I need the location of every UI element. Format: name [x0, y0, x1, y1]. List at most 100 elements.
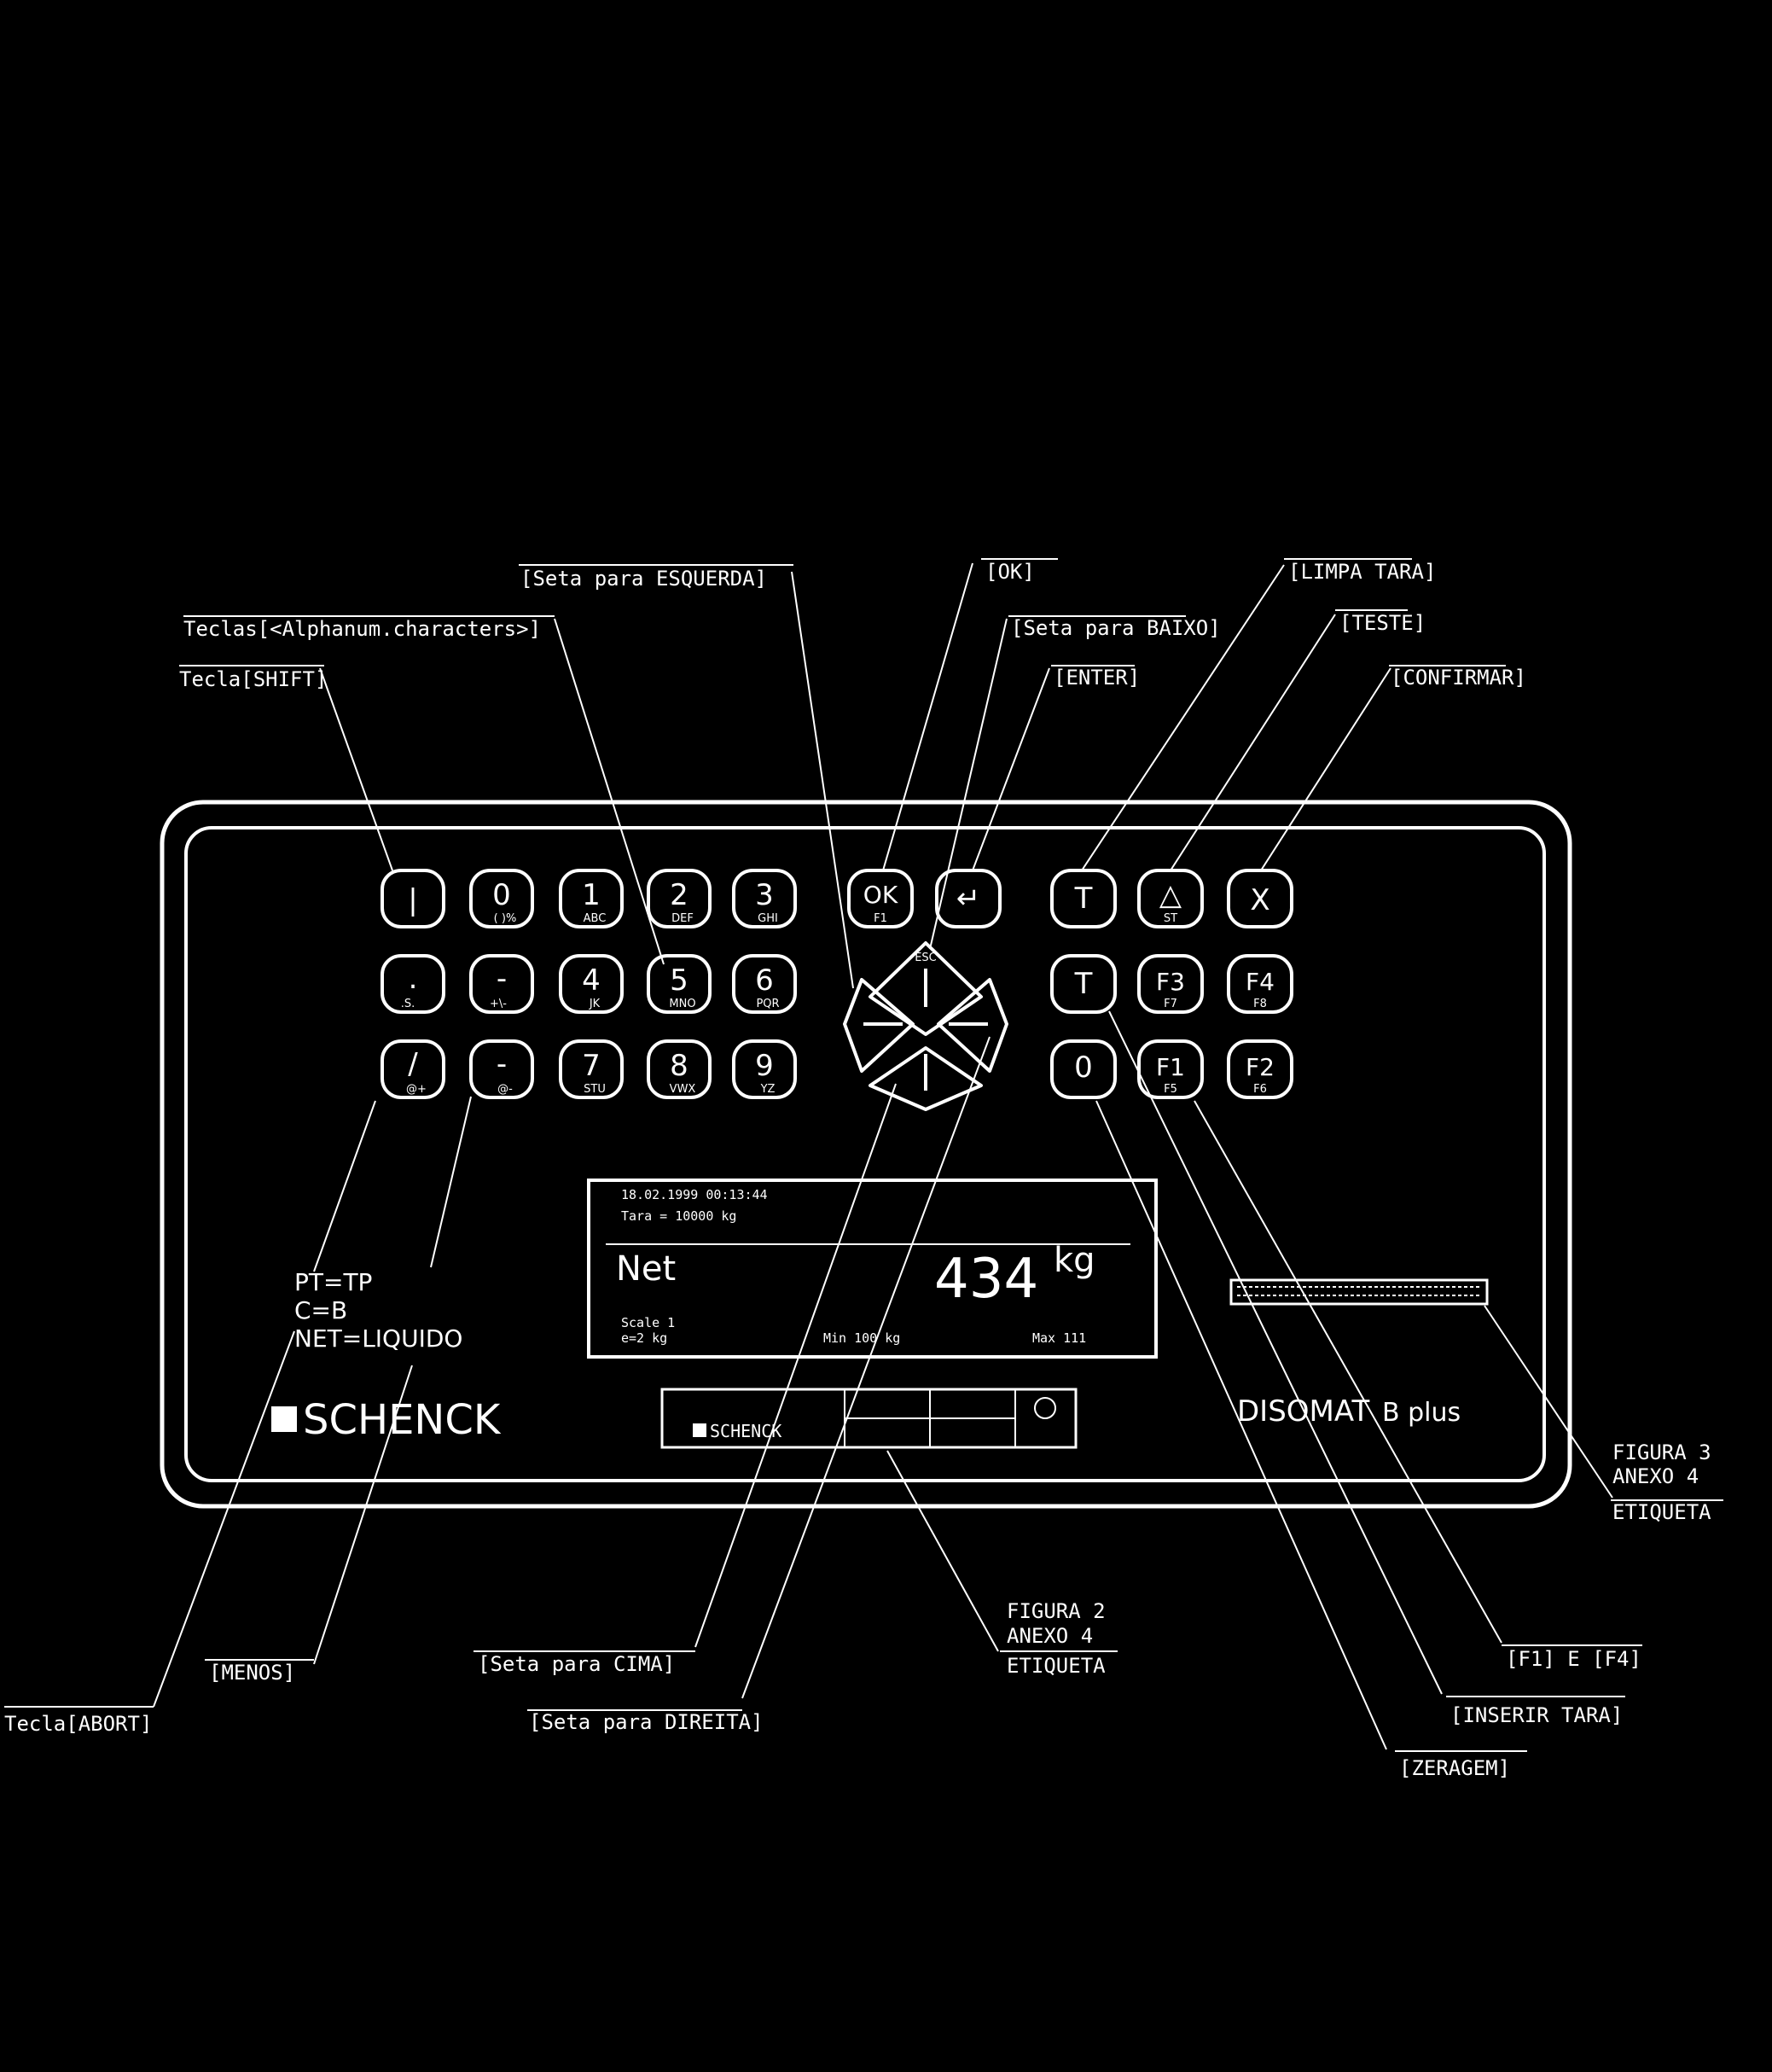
schenck-logo-icon: [693, 1423, 706, 1437]
key-sublabel: ST: [1164, 912, 1177, 925]
esc-label: ESC: [915, 952, 937, 964]
callout-etiqueta-fig2-line3: ETIQUETA: [1007, 1654, 1106, 1678]
display-tare: Tara = 10000 kg: [621, 1208, 736, 1224]
arrow-down-key[interactable]: [869, 1046, 983, 1111]
callout-limpa-tara: [LIMPA TARA]: [1288, 560, 1436, 584]
device-frame-outer: [160, 800, 1572, 1509]
arrow-up-key[interactable]: [869, 941, 983, 1036]
callout-confirmar: [CONFIRMAR]: [1391, 666, 1526, 690]
key-sublabel: F8: [1253, 998, 1267, 1010]
key-row1-1[interactable]: |: [381, 869, 445, 928]
legend-pt: PT=TP: [294, 1268, 372, 1296]
key-sublabel: JK: [589, 998, 601, 1010]
callout-tecla-abort: Tecla[ABORT]: [4, 1712, 152, 1736]
display-scale: Scale 1: [621, 1315, 675, 1330]
key-test[interactable]: △ST: [1137, 869, 1204, 928]
callout-menos: [MENOS]: [209, 1661, 295, 1685]
key-row2-2[interactable]: - +\-: [469, 954, 534, 1014]
key-label: 2: [670, 878, 688, 912]
key-label: X: [1250, 883, 1269, 917]
display-weight: 434: [934, 1248, 1038, 1311]
ce-mark-icon: [1034, 1397, 1056, 1419]
arrow-right-key[interactable]: [937, 978, 1008, 1073]
key-clear-tare[interactable]: T: [1050, 869, 1117, 928]
display-datetime: 18.02.1999 00:13:44: [621, 1187, 768, 1202]
display-division: e=2 kg: [621, 1330, 667, 1346]
key-sublabel: +\-: [490, 998, 507, 1010]
key-label: -: [497, 962, 507, 996]
callout-etiqueta-fig2-line2: ANEXO 4: [1007, 1624, 1093, 1648]
key-label: OK: [863, 881, 898, 909]
label-plate-right: [1229, 1278, 1489, 1306]
weight-display: 18.02.1999 00:13:44 Tara = 10000 kg Net …: [587, 1179, 1158, 1359]
key-label: 0: [1074, 1051, 1093, 1085]
key-label: T: [1074, 967, 1093, 1001]
key-sublabel: @-: [497, 1083, 513, 1096]
key-sublabel: DEF: [671, 912, 694, 925]
callout-etiqueta-fig2-line1: FIGURA 2: [1007, 1599, 1106, 1623]
device-brand: SCHENCK: [303, 1396, 502, 1444]
callout-etiqueta-fig3-line3: ETIQUETA: [1612, 1500, 1711, 1524]
key-label: 7: [582, 1049, 601, 1083]
display-max: Max 111: [1032, 1330, 1086, 1346]
key-sublabel: YZ: [760, 1083, 776, 1096]
label-plate-center: SCHENCK: [660, 1388, 1078, 1449]
key-label: /: [408, 1047, 418, 1081]
callout-etiqueta-fig3-line2: ANEXO 4: [1612, 1464, 1699, 1488]
key-sublabel: STU: [584, 1083, 606, 1096]
key-sublabel: MNO: [669, 998, 695, 1010]
key-row3-2[interactable]: - @-: [469, 1039, 534, 1099]
key-label: 6: [755, 963, 774, 998]
callout-tecla-shift: Tecla[SHIFT]: [179, 667, 327, 691]
enter-key[interactable]: ↵: [935, 869, 1002, 928]
key-label: .: [409, 962, 418, 996]
key-row2-3[interactable]: 4JK: [559, 954, 624, 1014]
callout-etiqueta-fig3-line1: FIGURA 3: [1612, 1441, 1711, 1464]
callout-seta-cima: [Seta para CIMA]: [478, 1652, 675, 1676]
device-frame-inner: [184, 826, 1546, 1482]
key-label: 4: [582, 963, 601, 998]
arrow-left-key[interactable]: [843, 978, 915, 1073]
callout-f1-f4: [F1] E [F4]: [1506, 1647, 1641, 1671]
key-sublabel: F5: [1164, 1083, 1177, 1096]
key-row1-2[interactable]: 0( )%: [469, 869, 534, 928]
callout-inserir-tara: [INSERIR TARA]: [1450, 1703, 1623, 1727]
key-sublabel: VWX: [670, 1083, 696, 1096]
key-label: F3: [1156, 968, 1185, 996]
key-row3-5[interactable]: 9YZ: [732, 1039, 797, 1099]
key-sublabel: .S.: [401, 998, 415, 1010]
key-row3-1[interactable]: / @+: [381, 1039, 445, 1099]
key-label: -: [497, 1047, 507, 1081]
leader-lines: [153, 562, 1613, 1750]
arrow-pad: ESC: [843, 941, 1008, 1111]
key-label: |: [408, 883, 417, 917]
key-label: 0: [492, 878, 511, 912]
key-row2-1[interactable]: . .S.: [381, 954, 445, 1014]
key-label: ↵: [956, 882, 981, 916]
key-label: 1: [582, 878, 601, 912]
key-sublabel: @+: [406, 1083, 427, 1096]
key-insert-tare[interactable]: T: [1050, 954, 1117, 1014]
key-sublabel: F6: [1253, 1083, 1267, 1096]
callout-zeragem: [ZERAGEM]: [1399, 1756, 1510, 1780]
key-label: 8: [670, 1049, 688, 1083]
key-confirm[interactable]: X: [1227, 869, 1293, 928]
display-unit: kg: [1054, 1241, 1095, 1280]
callout-enter: [ENTER]: [1054, 666, 1140, 690]
key-zero[interactable]: 0: [1050, 1039, 1117, 1099]
